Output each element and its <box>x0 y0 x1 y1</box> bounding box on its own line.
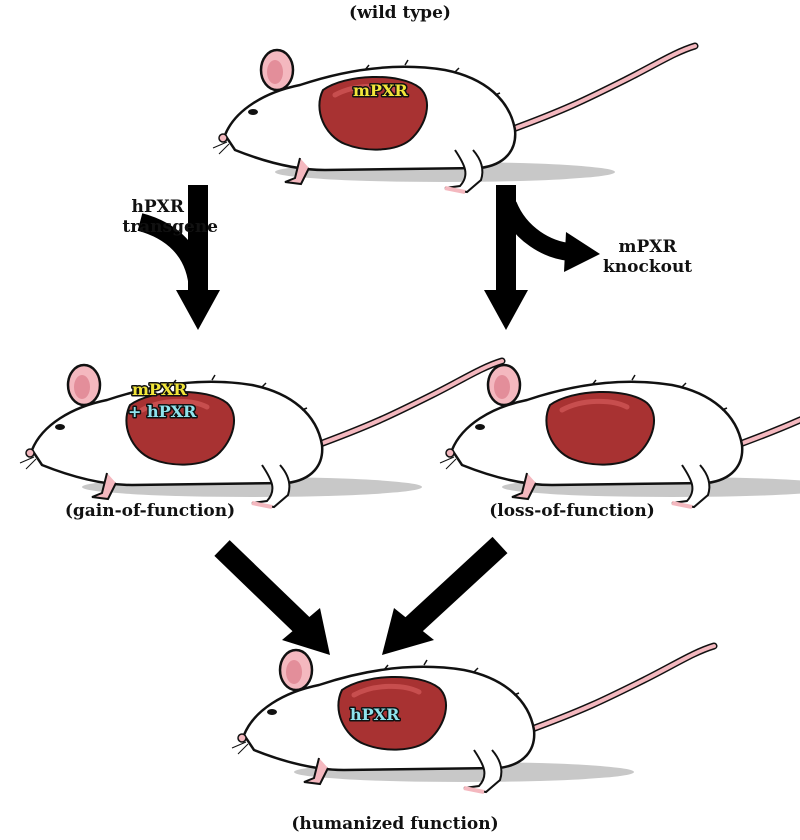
label-loss-of-function: (loss-of-function) <box>489 501 655 521</box>
tag-mpxr: mPXR <box>132 380 187 399</box>
mouse-wild-type: mPXR <box>213 46 695 192</box>
arrow-hpxr-transgene <box>137 185 220 330</box>
arrow-gain-to-humanized <box>214 540 330 655</box>
label-mpxr-knockout-line2: knockout <box>603 256 693 277</box>
label-hpxr-transgene: hPXR transgene <box>120 197 218 237</box>
label-mpxr-knockout-line1: mPXR <box>618 237 677 257</box>
label-mpxr-knockout: mPXR knockout <box>603 237 693 277</box>
mouse-humanized: hPXR <box>232 646 714 792</box>
tag-hpxr: hPXR <box>350 705 400 724</box>
arrow-mpxr-knockout <box>484 185 600 330</box>
label-wild-type: (wild type) <box>349 3 451 23</box>
arrow-loss-to-humanized <box>382 536 508 655</box>
mouse-gain-of-function: mPXR + hPXR <box>20 361 502 507</box>
label-hpxr-transgene-line1: hPXR <box>131 197 184 217</box>
tag-hpxr: + hPXR <box>128 402 197 421</box>
tag-mpxr: mPXR <box>353 81 408 100</box>
label-hpxr-transgene-line2: transgene <box>122 216 218 237</box>
label-humanized-function: (humanized function) <box>291 814 499 834</box>
label-gain-of-function: (gain-of-function) <box>64 501 236 521</box>
mouse-loss-of-function <box>440 361 800 507</box>
